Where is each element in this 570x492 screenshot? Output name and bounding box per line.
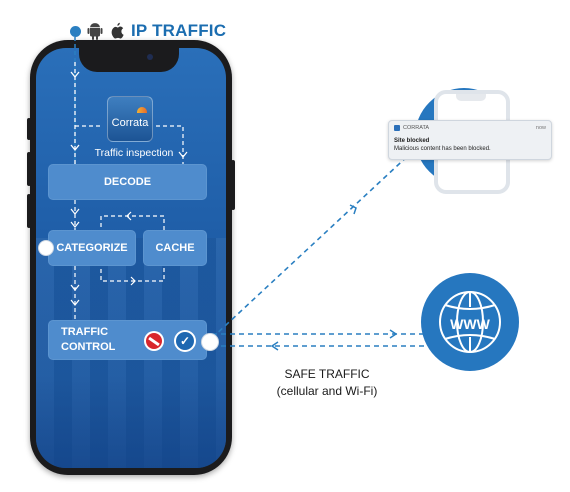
categorize-label: CATEGORIZE <box>56 242 128 254</box>
arrow-up-right <box>349 204 357 215</box>
arrow-right-www <box>389 329 398 339</box>
arrow-down-7 <box>70 299 80 306</box>
www-label: WWW <box>450 316 490 332</box>
site-blocked-notification: CORRATA now Site blocked Malicious conte… <box>388 120 552 160</box>
android-icon <box>87 23 103 40</box>
arrow-right-1 <box>130 276 136 286</box>
decode-box: DECODE <box>48 164 207 200</box>
allow-check-icon: ✓ <box>174 330 196 352</box>
arrow-down-2 <box>70 144 80 152</box>
globe-icon <box>439 291 501 353</box>
power-button <box>231 160 235 210</box>
arrow-left-1 <box>126 211 132 221</box>
arrow-down-3 <box>178 151 188 158</box>
safe-traffic-caption: SAFE TRAFFIC (cellular and Wi-Fi) <box>272 366 382 400</box>
logo-fan-icon <box>137 107 147 113</box>
notification-message: Malicious content has been blocked. <box>394 146 491 152</box>
mute-switch <box>27 118 31 140</box>
notification-time: now <box>535 125 546 131</box>
arrow-left-www <box>270 341 279 351</box>
flow-line-to-notification <box>211 151 413 339</box>
arrow-down-1 <box>70 71 80 79</box>
corrata-app-icon <box>394 125 400 131</box>
page-title: IP TRAFFIC <box>131 21 227 40</box>
traffic-output-dot <box>202 334 218 350</box>
cache-label: CACHE <box>155 242 195 254</box>
arrow-down-6 <box>70 284 80 291</box>
safe-traffic-line-1: SAFE TRAFFIC <box>284 367 370 381</box>
logo-text: Corrata <box>111 117 149 129</box>
corrata-logo: Corrata <box>107 96 153 142</box>
cache-box: CACHE <box>143 230 207 266</box>
apple-icon <box>111 22 124 39</box>
categorize-input-dot <box>39 241 53 255</box>
phone-notch <box>79 40 179 72</box>
internet-circle <box>421 273 519 371</box>
traffic-control-label-1: TRAFFIC <box>61 326 109 338</box>
volume-down-button <box>27 194 31 228</box>
traffic-control-label-2: CONTROL <box>61 341 116 353</box>
volume-up-button <box>27 152 31 186</box>
arrow-down-4 <box>70 208 80 215</box>
decode-label: DECODE <box>103 176 152 188</box>
camera-icon <box>147 54 153 60</box>
inspection-label: Traffic inspection <box>94 147 174 159</box>
categorize-box: CATEGORIZE <box>48 230 136 266</box>
notification-app-name: CORRATA <box>403 125 430 131</box>
notification-title: Site blocked <box>394 138 430 144</box>
arrow-down-5 <box>70 221 80 228</box>
flow-line-from-logo <box>156 125 184 165</box>
safe-traffic-line-2: (cellular and Wi-Fi) <box>276 384 378 398</box>
block-icon <box>144 331 164 351</box>
